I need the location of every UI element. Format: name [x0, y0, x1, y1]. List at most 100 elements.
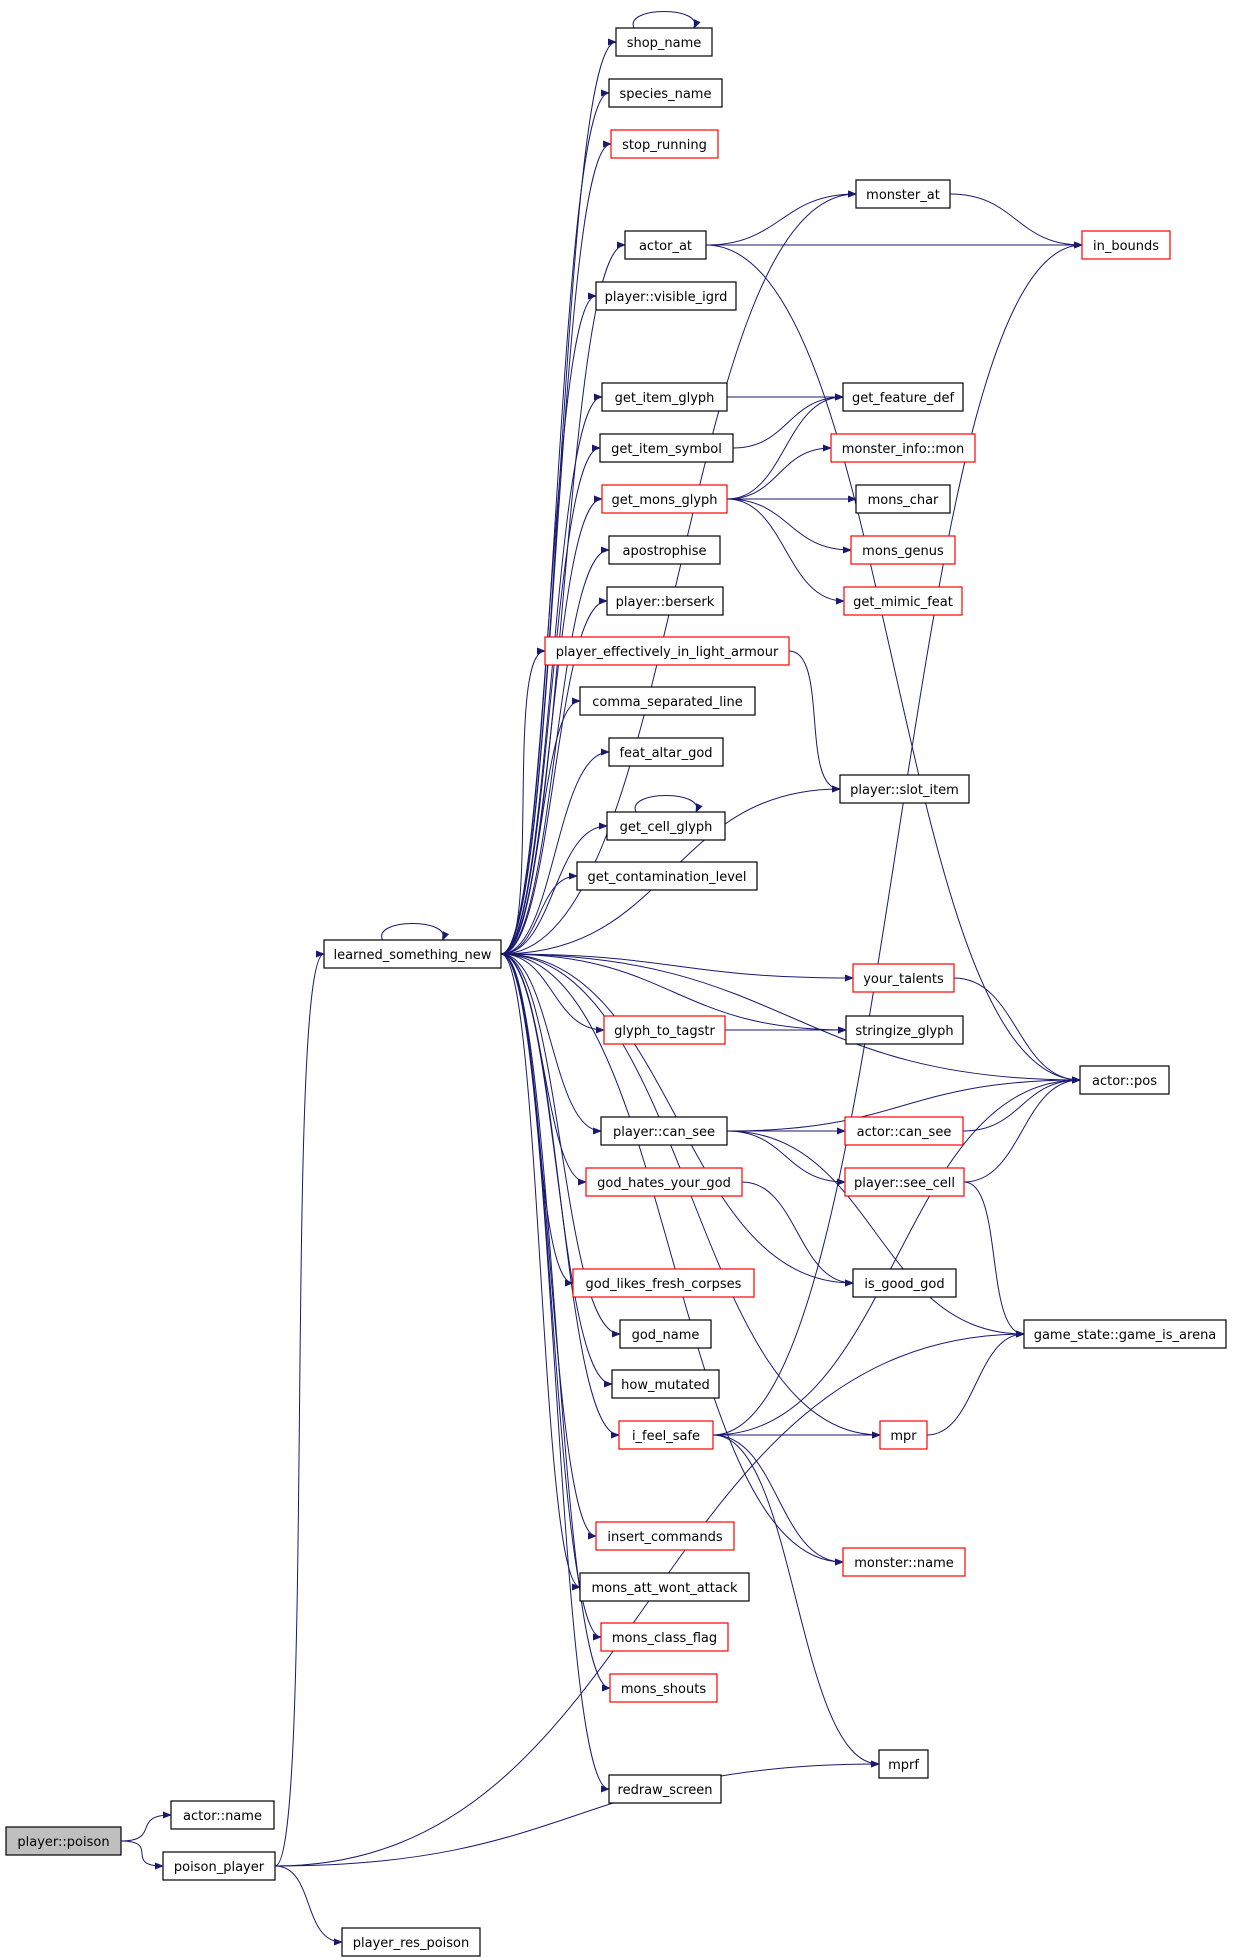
node-insert-commands[interactable]: insert_commands [595, 1521, 735, 1551]
edge-learned-something-new-to-get-contamination-level [500, 872, 578, 955]
node-how-mutated[interactable]: how_mutated [611, 1369, 720, 1399]
node-get-mons-glyph[interactable]: get_mons_glyph [601, 484, 728, 514]
node-player-can-see[interactable]: player::can_see [600, 1116, 728, 1146]
node-mpr[interactable]: mpr [879, 1420, 928, 1450]
node-label: actor::can_see [857, 1125, 952, 1140]
node-mons-genus[interactable]: mons_genus [850, 535, 956, 565]
node-label: glyph_to_tagstr [614, 1024, 715, 1039]
node-box [600, 1116, 728, 1146]
node-mons-char[interactable]: mons_char [855, 484, 951, 514]
edge-player-see-cell-to-game-state-game-is-arena [963, 1181, 1025, 1338]
node-player-berserk[interactable]: player::berserk [606, 586, 724, 616]
node-box [5, 1826, 122, 1856]
node-get-item-symbol[interactable]: get_item_symbol [599, 433, 734, 463]
node-box [852, 1268, 957, 1298]
node-monster-at[interactable]: monster_at [855, 179, 951, 209]
edge-poison-player-to-learned-something-new [274, 950, 325, 1867]
node-poison-player[interactable]: poison_player [162, 1851, 276, 1881]
node-player-res-poison[interactable]: player_res_poison [341, 1927, 481, 1957]
edge-learned-something-new-to-insert-commands [500, 953, 597, 1540]
node-get-item-glyph[interactable]: get_item_glyph [601, 382, 728, 412]
node-game-state-game-is-arena[interactable]: game_state::game_is_arena [1023, 1319, 1227, 1349]
edge-player-can-see-to-player-see-cell [726, 1130, 846, 1186]
node-stop-running[interactable]: stop_running [610, 129, 719, 159]
node-player-visible-igrd[interactable]: player::visible_igrd [595, 281, 737, 311]
node-mprf[interactable]: mprf [878, 1749, 929, 1779]
node-mons-att-wont-attack[interactable]: mons_att_wont_attack [579, 1572, 750, 1602]
node-player-see-cell[interactable]: player::see_cell [844, 1167, 965, 1197]
node-actor-at[interactable]: actor_at [624, 230, 707, 260]
node-box [855, 179, 951, 209]
edge-learned-something-new-to-mons-shouts [500, 953, 611, 1692]
node-get-contamination-level[interactable]: get_contamination_level [576, 861, 758, 891]
node-label: get_mons_glyph [611, 493, 717, 508]
node-actor-name[interactable]: actor::name [170, 1800, 275, 1830]
node-box [579, 686, 756, 716]
node-box [615, 27, 713, 57]
node-stringize-glyph[interactable]: stringize_glyph [845, 1015, 964, 1045]
node-player-poison[interactable]: player::poison [5, 1826, 122, 1856]
node-god-hates-your-god[interactable]: god_hates_your_god [585, 1167, 743, 1197]
node-label: god_name [632, 1328, 700, 1343]
edge-shop-name-to-shop-name [632, 11, 701, 29]
edge-player-can-see-to-actor-pos [726, 1076, 1081, 1132]
node-player-slot-item[interactable]: player::slot_item [839, 774, 970, 804]
edge-learned-something-new-to-player-visible-igrd [500, 292, 597, 955]
node-label: poison_player [174, 1860, 265, 1875]
edge-player-can-see-to-game-state-game-is-arena [726, 1130, 1025, 1338]
edge-get-mons-glyph-to-monster-info-mon [726, 444, 832, 500]
edge-learned-something-new-to-your-talents [500, 953, 854, 982]
edge-learned-something-new-to-god-hates-your-god [500, 953, 587, 1186]
node-box [852, 963, 955, 993]
node-box [170, 1800, 275, 1830]
edge-poison-player-to-player-res-poison [274, 1865, 343, 1946]
edge-actor-at-to-actor-pos [705, 244, 1081, 1084]
edge-learned-something-new-to-apostrophise [500, 546, 610, 955]
node-god-likes-fresh-corpses[interactable]: god_likes_fresh_corpses [572, 1268, 755, 1298]
node-label: player::slot_item [850, 783, 959, 798]
node-mons-class-flag[interactable]: mons_class_flag [600, 1622, 729, 1652]
node-is-good-god[interactable]: is_good_god [852, 1268, 957, 1298]
node-label: get_item_glyph [615, 391, 715, 406]
node-label: player::can_see [613, 1125, 715, 1140]
node-feat-altar-god[interactable]: feat_altar_god [608, 737, 724, 767]
node-learned-something-new[interactable]: learned_something_new [323, 939, 502, 969]
node-box [162, 1851, 276, 1881]
edge-learned-something-new-to-i-feel-safe [500, 953, 620, 1439]
node-i-feel-safe[interactable]: i_feel_safe [618, 1420, 714, 1450]
node-get-feature-def[interactable]: get_feature_def [842, 382, 964, 412]
node-get-cell-glyph[interactable]: get_cell_glyph [606, 811, 726, 841]
edge-get-cell-glyph-to-get-cell-glyph [634, 795, 703, 813]
node-shop-name[interactable]: shop_name [615, 27, 713, 57]
node-box [572, 1268, 755, 1298]
node-actor-can-see[interactable]: actor::can_see [844, 1116, 964, 1146]
node-monster-name[interactable]: monster::name [842, 1547, 966, 1577]
node-species-name[interactable]: species_name [608, 78, 723, 108]
node-box [608, 1774, 722, 1804]
node-get-mimic-feat[interactable]: get_mimic_feat [843, 586, 963, 616]
node-label: player::berserk [616, 595, 715, 610]
edge-learned-something-new-to-mons-att-wont-attack [500, 953, 581, 1591]
node-box [844, 1167, 965, 1197]
node-mons-shouts[interactable]: mons_shouts [609, 1673, 718, 1703]
node-box [618, 1420, 714, 1450]
node-box [610, 129, 719, 159]
node-box [608, 737, 724, 767]
node-monster-info-mon[interactable]: monster_info::mon [830, 433, 976, 463]
edge-learned-something-new-to-feat-altar-god [500, 748, 610, 955]
node-box [609, 1673, 718, 1703]
edge-get-mons-glyph-to-mons-genus [726, 498, 852, 554]
node-comma-separated-line[interactable]: comma_separated_line [579, 686, 756, 716]
node-in-bounds[interactable]: in_bounds [1081, 230, 1171, 260]
node-glyph-to-tagstr[interactable]: glyph_to_tagstr [603, 1015, 726, 1045]
edge-learned-something-new-to-comma-separated-line [500, 697, 581, 955]
node-apostrophise[interactable]: apostrophise [608, 535, 721, 565]
node-label: mpr [890, 1429, 917, 1444]
node-actor-pos[interactable]: actor::pos [1079, 1065, 1170, 1095]
node-god-name[interactable]: god_name [619, 1319, 712, 1349]
edge-player-see-cell-to-actor-pos [963, 1076, 1081, 1183]
node-player-effectively-in-light-armour[interactable]: player_effectively_in_light_armour [544, 636, 790, 666]
node-box [608, 535, 721, 565]
node-redraw-screen[interactable]: redraw_screen [608, 1774, 722, 1804]
node-your-talents[interactable]: your_talents [852, 963, 955, 993]
